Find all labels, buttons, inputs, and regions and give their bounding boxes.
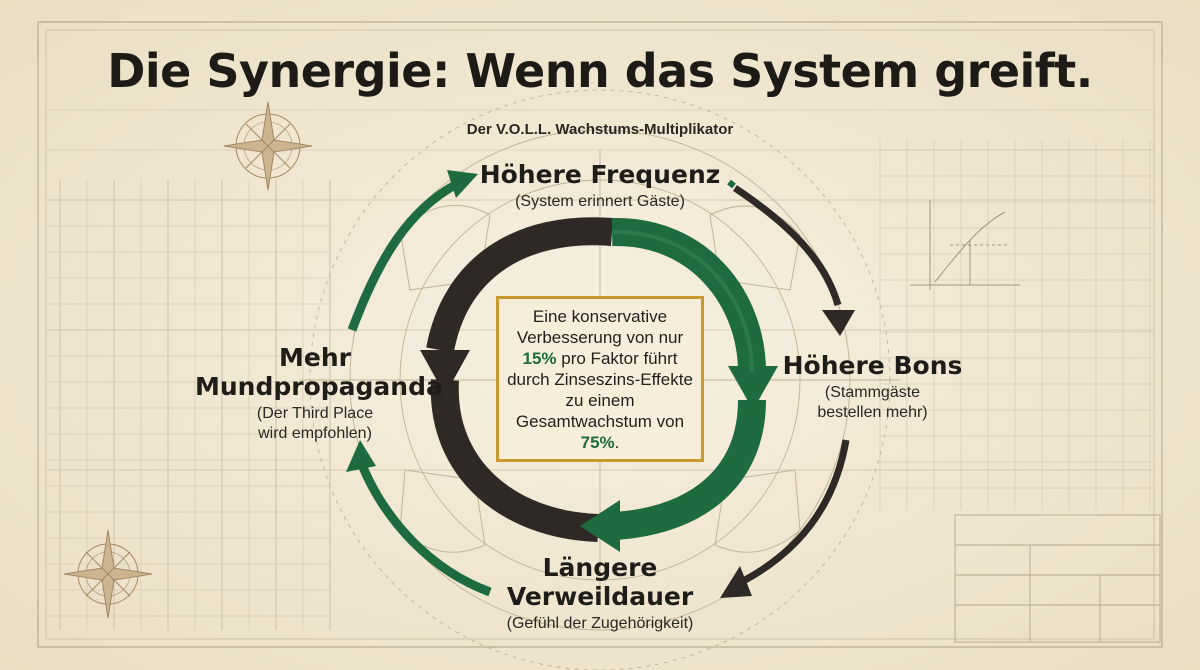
callout-highlight-15: 15% xyxy=(522,348,557,368)
compass-rose-icon xyxy=(63,529,153,619)
diagram-subtitle: Der V.O.L.L. Wachstums-Multiplikator xyxy=(466,121,734,138)
callout-text-part: pro Faktor führt durch Zinseszins-Effekt… xyxy=(507,348,693,431)
outer-arrow-left-lower xyxy=(346,440,492,597)
node-subtext-line: wird empfohlen) xyxy=(258,425,372,442)
inner-arrowhead-green-bottom xyxy=(580,500,620,552)
node-heading-line: Verweildauer xyxy=(506,582,694,611)
outer-arrow-right-lower xyxy=(720,439,850,598)
blueprint-frame xyxy=(37,21,1163,648)
cycle-arrows-icon xyxy=(420,217,778,552)
node-hoehere-bons: Höhere Bons (Stammgäste bestellen mehr) xyxy=(770,351,975,423)
callout-text-part: . xyxy=(614,432,620,452)
node-subtext: (Der Third Place wird empfohlen) xyxy=(195,404,435,444)
outer-arrow-left-upper xyxy=(347,170,478,332)
inner-arrowhead-dark-left xyxy=(420,350,470,395)
node-subtext: (System erinnert Gäste) xyxy=(515,193,685,210)
node-subtext-line: (Der Third Place xyxy=(256,405,374,422)
callout-text-part: Eine konservative Verbesserung von nur xyxy=(516,306,684,347)
node-heading-line: Längere xyxy=(542,553,658,582)
node-heading-line: Mundpropaganda xyxy=(195,372,443,401)
callout-highlight-75: 75% xyxy=(580,432,615,452)
title-block xyxy=(954,514,1161,643)
node-hoehere-frequenz: Höhere Frequenz (System erinnert Gäste) xyxy=(460,160,740,212)
inner-arrowhead-green-right xyxy=(728,366,778,410)
node-subtext-line: (Stammgäste xyxy=(824,384,921,401)
node-heading: Höhere Frequenz xyxy=(479,160,721,189)
inner-arc-dark-top xyxy=(426,217,614,353)
node-subtext: (Stammgäste bestellen mehr) xyxy=(770,383,975,423)
node-subtext: (Gefühl der Zugehörigkeit) xyxy=(506,615,694,632)
inner-arc-green-bottom xyxy=(613,399,766,540)
node-laengere-verweildauer: Längere Verweildauer (Gefühl der Zugehör… xyxy=(470,553,730,634)
node-heading-line: Mehr xyxy=(279,343,351,372)
center-callout-box: Eine konservative Verbesserung von nur 1… xyxy=(496,296,704,462)
page-title: Die Synergie: Wenn das System greift. xyxy=(107,44,1093,98)
center-callout-text: Eine konservative Verbesserung von nur 1… xyxy=(507,306,693,453)
compass-rose-icon xyxy=(223,101,313,191)
inner-arc-dark-bottom xyxy=(430,379,599,542)
outer-arrow-right-upper xyxy=(727,179,855,336)
node-subtext-line: bestellen mehr) xyxy=(817,404,928,421)
node-heading: Höhere Bons xyxy=(782,351,963,380)
node-mehr-mundpropaganda: Mehr Mundpropaganda (Der Third Place wir… xyxy=(195,343,443,444)
sketch-chart-icon xyxy=(910,200,1020,290)
